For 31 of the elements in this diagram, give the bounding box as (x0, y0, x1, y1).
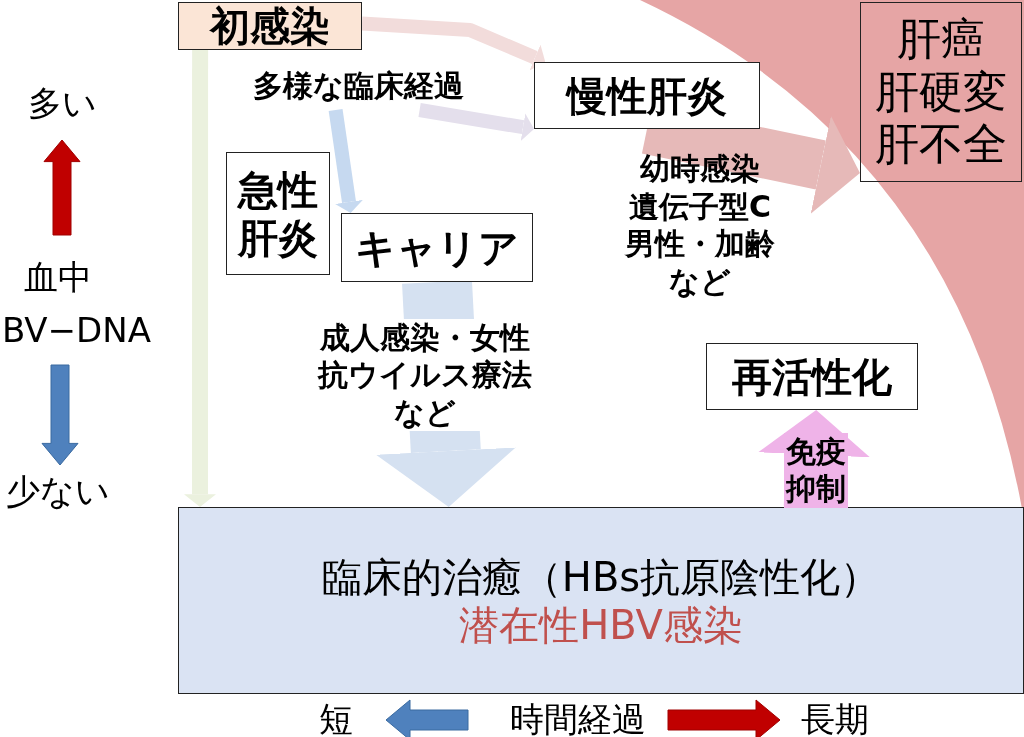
box-text: 肝不全 (875, 118, 1007, 172)
note-text: 多様な臨床経過 (218, 62, 498, 110)
axis-label: 少ない (6, 470, 110, 513)
box-text: 急性肝炎 (236, 165, 319, 262)
process-box (341, 213, 533, 282)
process-box (226, 152, 330, 275)
box-text: 肝癌 (897, 12, 985, 66)
arrow (418, 103, 535, 141)
process-box (178, 507, 1024, 694)
axis-label: 長期 (801, 698, 869, 737)
box-text: キャリア (355, 223, 519, 272)
box-text: 初感染 (210, 2, 330, 50)
axis-label: 短 (319, 698, 353, 737)
axis-label: 多い (27, 82, 97, 125)
edge-label: 幼時感染遺伝子型C男性・加齢など (624, 150, 776, 300)
box-text: 潜在性HBV感染 (459, 600, 743, 649)
arrow (328, 109, 363, 213)
process-box (860, 2, 1022, 182)
process-box (706, 343, 918, 410)
process-box (178, 2, 362, 50)
box-text: 臨床的治癒（HBs抗原陰性化） (321, 552, 881, 601)
box-text: 肝硬変 (875, 65, 1007, 119)
box-text: 慢性肝炎 (567, 71, 727, 120)
axis-label: 血中 (24, 256, 92, 299)
axis-label: 時間経過 (510, 698, 646, 737)
edge-label: 成人感染・女性抗ウイルス療法など (316, 318, 534, 431)
box-text: 再活性化 (732, 352, 892, 401)
arrow (361, 16, 546, 71)
axis-label: BV−DNA (2, 310, 151, 350)
arrow (184, 50, 216, 507)
process-box (534, 62, 760, 129)
